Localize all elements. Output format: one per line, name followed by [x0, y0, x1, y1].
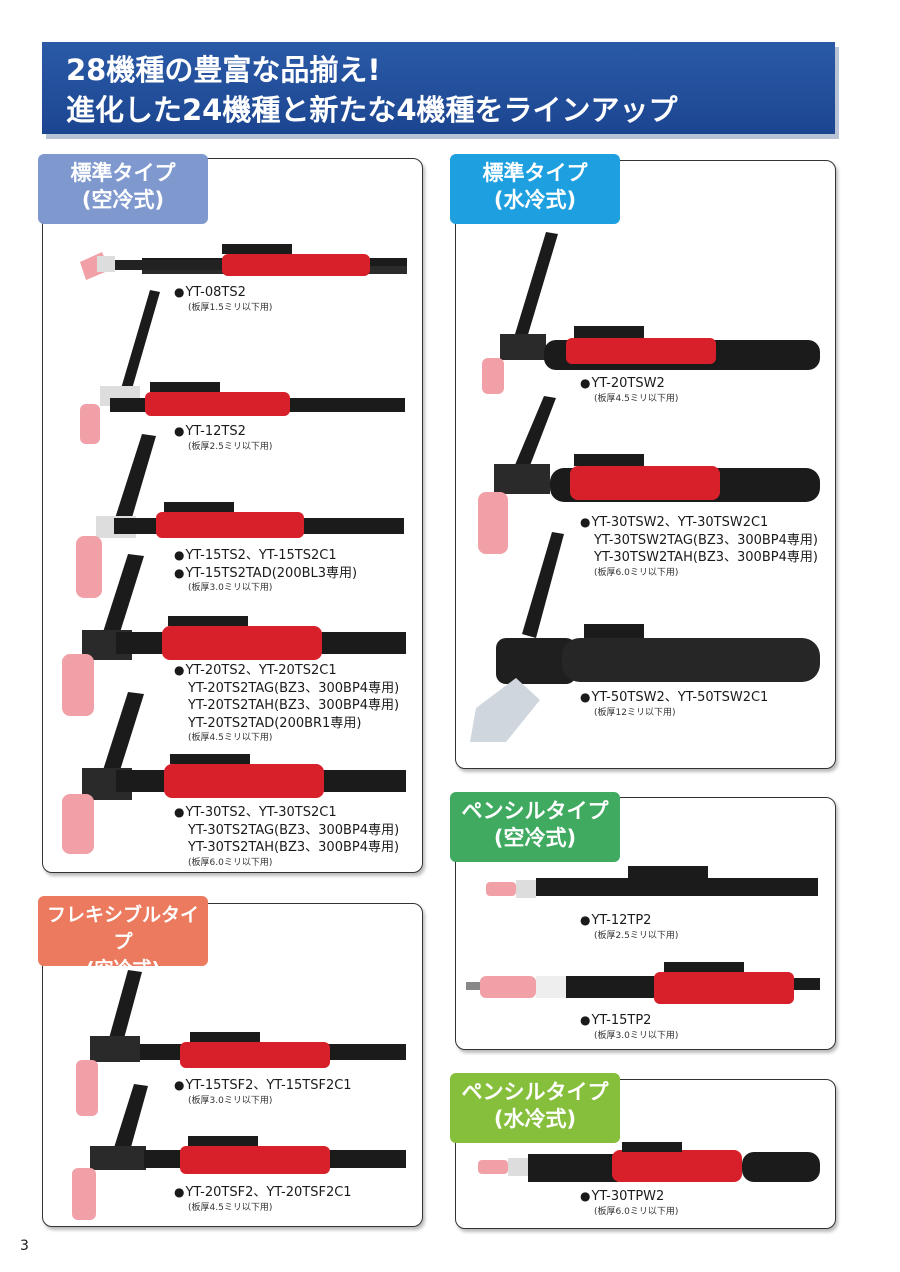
torch-image-yt20tsf2: [72, 1084, 406, 1220]
model-block-yt08ts2: ●YT-08TS2 (板厚1.5ミリ以下用): [174, 284, 272, 314]
torch-image-yt30tsw2: [478, 396, 820, 554]
model-spec: (板厚2.5ミリ以下用): [188, 441, 273, 452]
model-name: YT-30TSW2、YT-30TSW2C1: [591, 515, 769, 530]
model-name: YT-30TSW2TAG(BZ3、300BP4専用): [594, 532, 818, 548]
model-block-yt12tp2: ●YT-12TP2 (板厚2.5ミリ以下用): [580, 912, 678, 942]
model-spec: (板厚4.5ミリ以下用): [594, 393, 679, 404]
torch-image-yt20tsw2: [482, 232, 820, 394]
model-name: YT-20TSW2: [591, 376, 665, 391]
model-name: YT-08TS2: [185, 285, 246, 300]
bullet-icon: ●: [580, 690, 591, 704]
bullet-icon: ●: [174, 805, 185, 819]
model-spec: (板厚4.5ミリ以下用): [188, 1202, 273, 1213]
model-block-yt20tsf2: ●YT-20TSF2、YT-20TSF2C1 (板厚4.5ミリ以下用): [174, 1184, 352, 1214]
model-spec: (板厚3.0ミリ以下用): [188, 1095, 273, 1106]
page-number: 3: [20, 1238, 29, 1254]
bullet-icon: ●: [174, 285, 185, 299]
model-name: YT-15TS2TAD(200BL3専用): [185, 565, 358, 581]
bullet-icon: ●: [174, 565, 185, 580]
model-spec: (板厚12ミリ以下用): [594, 707, 676, 718]
model-spec: (板厚4.5ミリ以下用): [188, 733, 273, 743]
model-name: YT-12TP2: [591, 913, 652, 928]
torch-image-yt15tp2: [466, 962, 820, 1004]
headline-banner: 28機種の豊富な品揃え! 進化した24機種と新たな4機種をラインアップ: [42, 42, 835, 134]
model-name: YT-20TS2TAH(BZ3、300BP4専用): [188, 698, 400, 713]
model-name: YT-50TSW2、YT-50TSW2C1: [591, 690, 769, 705]
torch-image-yt20ts2: [62, 554, 406, 716]
model-block-yt15ts2: ●YT-15TS2、YT-15TS2C1 ●YT-15TS2TAD(200BL3…: [174, 547, 357, 594]
category-standard-water: 標準タイプ (水冷式): [450, 154, 620, 224]
model-name: YT-30TSW2TAH(BZ3、300BP4専用): [594, 550, 818, 565]
category-standard-air: 標準タイプ (空冷式): [38, 154, 208, 224]
bullet-icon: ●: [174, 548, 185, 562]
torch-image-yt30tpw2: [478, 1142, 820, 1182]
torch-image-yt15tsf2: [76, 970, 406, 1116]
model-name: YT-20TS2TAD(200BR1専用): [188, 715, 362, 731]
bullet-icon: ●: [174, 424, 185, 438]
model-spec: (板厚2.5ミリ以下用): [594, 930, 679, 941]
model-name: YT-30TS2TAG(BZ3、300BP4専用): [188, 822, 400, 838]
model-spec: (板厚1.5ミリ以下用): [188, 302, 273, 313]
bullet-icon: ●: [174, 1185, 185, 1199]
model-name: YT-30TPW2: [591, 1189, 665, 1204]
torch-image-yt08ts2: [80, 244, 407, 280]
model-block-yt30tpw2: ●YT-30TPW2 (板厚6.0ミリ以下用): [580, 1188, 678, 1218]
torch-image-yt12ts2: [80, 290, 405, 444]
model-spec: (板厚6.0ミリ以下用): [594, 567, 679, 578]
bullet-icon: ●: [580, 913, 591, 927]
bullet-icon: ●: [580, 1189, 591, 1203]
model-name: YT-30TS2、YT-30TS2C1: [185, 805, 337, 820]
model-block-yt20tsw2: ●YT-20TSW2 (板厚4.5ミリ以下用): [580, 375, 678, 405]
torch-image-yt30ts2: [62, 692, 406, 854]
category-flexible-air: フレキシブルタイプ (空冷式): [38, 896, 208, 980]
model-name: YT-20TS2TAG(BZ3、300BP4専用): [188, 680, 400, 696]
model-block-yt12ts2: ●YT-12TS2 (板厚2.5ミリ以下用): [174, 423, 272, 453]
model-name: YT-15TP2: [591, 1013, 652, 1028]
model-name: YT-15TSF2、YT-15TSF2C1: [185, 1078, 352, 1093]
model-block-yt30tsw2: ●YT-30TSW2、YT-30TSW2C1 YT-30TSW2TAG(BZ3、…: [580, 514, 818, 579]
headline-line-1: 28機種の豊富な品揃え!: [66, 53, 381, 87]
bullet-icon: ●: [580, 1013, 591, 1027]
model-spec: (板厚6.0ミリ以下用): [188, 857, 273, 868]
model-block-yt20ts2: ●YT-20TS2、YT-20TS2C1 YT-20TS2TAG(BZ3、300…: [174, 662, 399, 744]
model-block-yt15tsf2: ●YT-15TSF2、YT-15TSF2C1 (板厚3.0ミリ以下用): [174, 1077, 352, 1107]
bullet-icon: ●: [174, 663, 185, 677]
category-pencil-air: ペンシルタイプ (空冷式): [450, 792, 620, 862]
bullet-icon: ●: [580, 515, 591, 529]
torch-image-yt15ts2: [76, 434, 404, 598]
category-pencil-water: ペンシルタイプ (水冷式): [450, 1073, 620, 1143]
model-name: YT-20TSF2、YT-20TSF2C1: [185, 1185, 352, 1200]
model-block-yt50tsw2: ●YT-50TSW2、YT-50TSW2C1 (板厚12ミリ以下用): [580, 689, 768, 719]
torch-image-yt12tp2: [486, 866, 818, 898]
model-name: YT-15TS2、YT-15TS2C1: [185, 548, 337, 563]
model-name: YT-20TS2、YT-20TS2C1: [185, 663, 337, 678]
bullet-icon: ●: [174, 1078, 185, 1092]
bullet-icon: ●: [580, 376, 591, 390]
model-spec: (板厚6.0ミリ以下用): [594, 1206, 679, 1217]
model-name: YT-12TS2: [185, 424, 246, 439]
model-block-yt30ts2: ●YT-30TS2、YT-30TS2C1 YT-30TS2TAG(BZ3、300…: [174, 804, 399, 869]
model-block-yt15tp2: ●YT-15TP2 (板厚3.0ミリ以下用): [580, 1012, 678, 1042]
torch-image-yt50tsw2: [470, 532, 820, 742]
headline-line-2: 進化した24機種と新たな4機種をラインアップ: [66, 93, 678, 127]
model-spec: (板厚3.0ミリ以下用): [594, 1030, 679, 1041]
model-name: YT-30TS2TAH(BZ3、300BP4専用): [188, 840, 400, 855]
model-spec: (板厚3.0ミリ以下用): [188, 583, 273, 593]
